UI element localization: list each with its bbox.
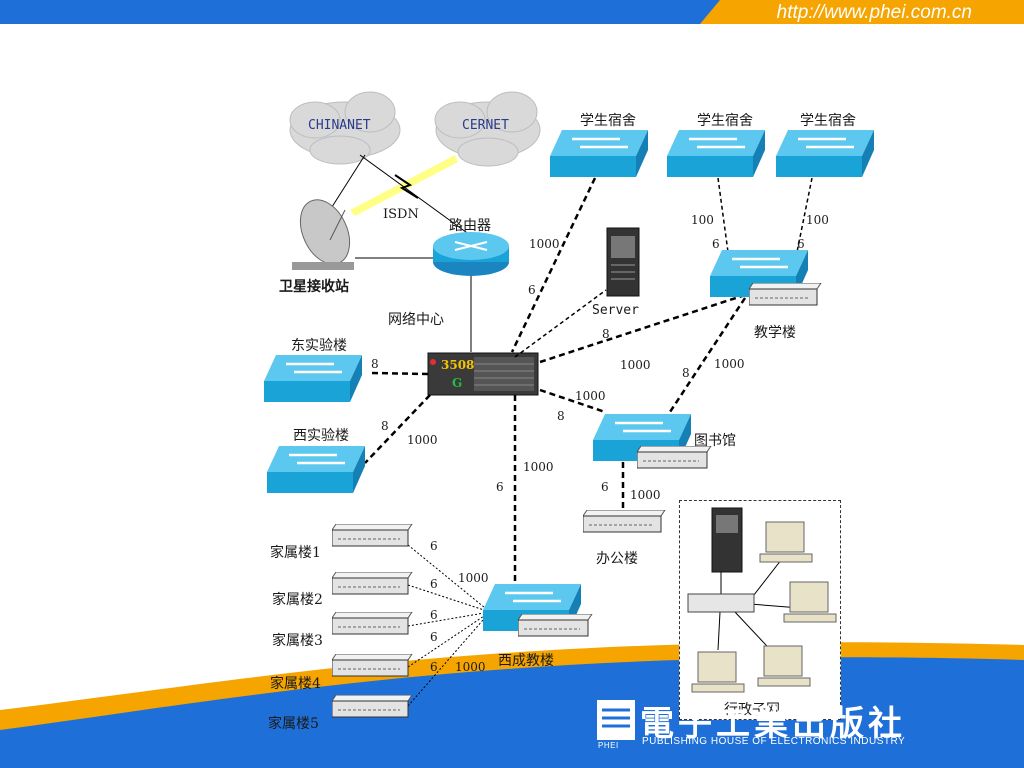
- network-center-label: 网络中心: [388, 312, 444, 328]
- library-label: 图书馆: [694, 433, 736, 449]
- library-count-b: 8: [557, 409, 565, 423]
- family1-hub: [332, 524, 413, 547]
- admin-pc: [691, 521, 837, 693]
- family2-hub: [332, 572, 413, 595]
- satellite-label: 卫星接收站: [279, 279, 349, 295]
- library-hub: [637, 446, 712, 469]
- xicheng-hub: [518, 614, 593, 637]
- top-bar-accent: [700, 0, 1024, 24]
- admin-net-label: 行政子网: [724, 702, 780, 718]
- teaching-hub: [749, 283, 822, 306]
- east-count: 8: [371, 357, 379, 371]
- core-switch-sub-label: G: [452, 376, 463, 390]
- library-speed-a: 1000: [714, 357, 745, 371]
- family3-count-b: 6: [430, 630, 438, 644]
- teaching-speed: 1000: [620, 358, 651, 372]
- library-count-a: 8: [682, 366, 690, 380]
- family1-label: 家属楼1: [270, 545, 321, 561]
- office-count: 6: [601, 480, 609, 494]
- family4-speed: 1000: [455, 660, 486, 674]
- router: [433, 232, 509, 276]
- teaching-label: 教学楼: [754, 325, 796, 341]
- family4-count: 6: [430, 660, 438, 674]
- office-speed: 1000: [630, 488, 661, 502]
- cernet-cloud: [434, 91, 541, 167]
- family1-count: 6: [430, 539, 438, 553]
- family2-label: 家属楼2: [272, 592, 323, 608]
- dorm3-switch: [776, 130, 874, 177]
- east-lab-switch: [264, 355, 362, 402]
- chinanet-cloud: [289, 91, 401, 165]
- library-speed-b: 1000: [575, 389, 606, 403]
- xicheng-count: 6: [496, 480, 504, 494]
- dorm1-switch: [550, 130, 648, 177]
- cernet-label: CERNET: [462, 118, 509, 133]
- server-label: Server: [592, 303, 639, 318]
- office-hub: [583, 510, 666, 533]
- west-speed: 1000: [407, 433, 438, 447]
- dorm2-count: 6: [712, 237, 720, 251]
- publisher-en: PUBLISHING HOUSE OF ELECTRONICS INDUSTRY: [642, 736, 906, 747]
- family4-hub: [332, 654, 413, 677]
- dorm3-label: 学生宿舍: [800, 113, 856, 129]
- publisher-cn: 電子工業出版社: [640, 704, 906, 744]
- family3-hub: [332, 612, 413, 635]
- router-label: 路由器: [449, 218, 491, 234]
- server: [606, 227, 640, 297]
- dorm2-switch: [667, 130, 765, 177]
- dorm3-count: 6: [797, 237, 805, 251]
- family5-hub: [332, 695, 413, 718]
- dorm1-speed: 1000: [529, 237, 560, 251]
- dorm1-count: 6: [528, 283, 536, 297]
- west-lab-switch: [267, 446, 365, 493]
- dorm2-label: 学生宿舍: [697, 113, 753, 129]
- family3-count: 6: [430, 608, 438, 622]
- east-lab-label: 东实验楼: [291, 338, 347, 354]
- west-lab-label: 西实验楼: [293, 428, 349, 444]
- core-switch: [427, 352, 539, 396]
- family5-label: 家属楼5: [268, 716, 319, 732]
- family2-count: 6: [430, 577, 438, 591]
- dorm1-label: 学生宿舍: [580, 113, 636, 129]
- teaching-count: 8: [602, 327, 610, 341]
- family1-speed: 1000: [458, 571, 489, 585]
- isdn-label: ISDN: [383, 207, 419, 222]
- publisher-logo-text: PHEI: [598, 741, 619, 750]
- office-label: 办公楼: [596, 551, 638, 567]
- family4-label: 家属楼4: [270, 676, 321, 692]
- dorm2-speed: 100: [691, 213, 714, 227]
- xicheng-speed: 1000: [523, 460, 554, 474]
- admin-hub: [687, 593, 755, 613]
- xicheng-label: 西成教楼: [498, 653, 554, 669]
- satellite-dish: [292, 199, 354, 270]
- west-count: 8: [381, 419, 389, 433]
- core-switch-label: 3508: [441, 358, 475, 372]
- dorm3-speed: 100: [806, 213, 829, 227]
- website-url[interactable]: http://www.phei.com.cn: [776, 2, 972, 23]
- chinanet-label: CHINANET: [308, 118, 371, 133]
- admin-server: [711, 507, 743, 573]
- family3-label: 家属楼3: [272, 633, 323, 649]
